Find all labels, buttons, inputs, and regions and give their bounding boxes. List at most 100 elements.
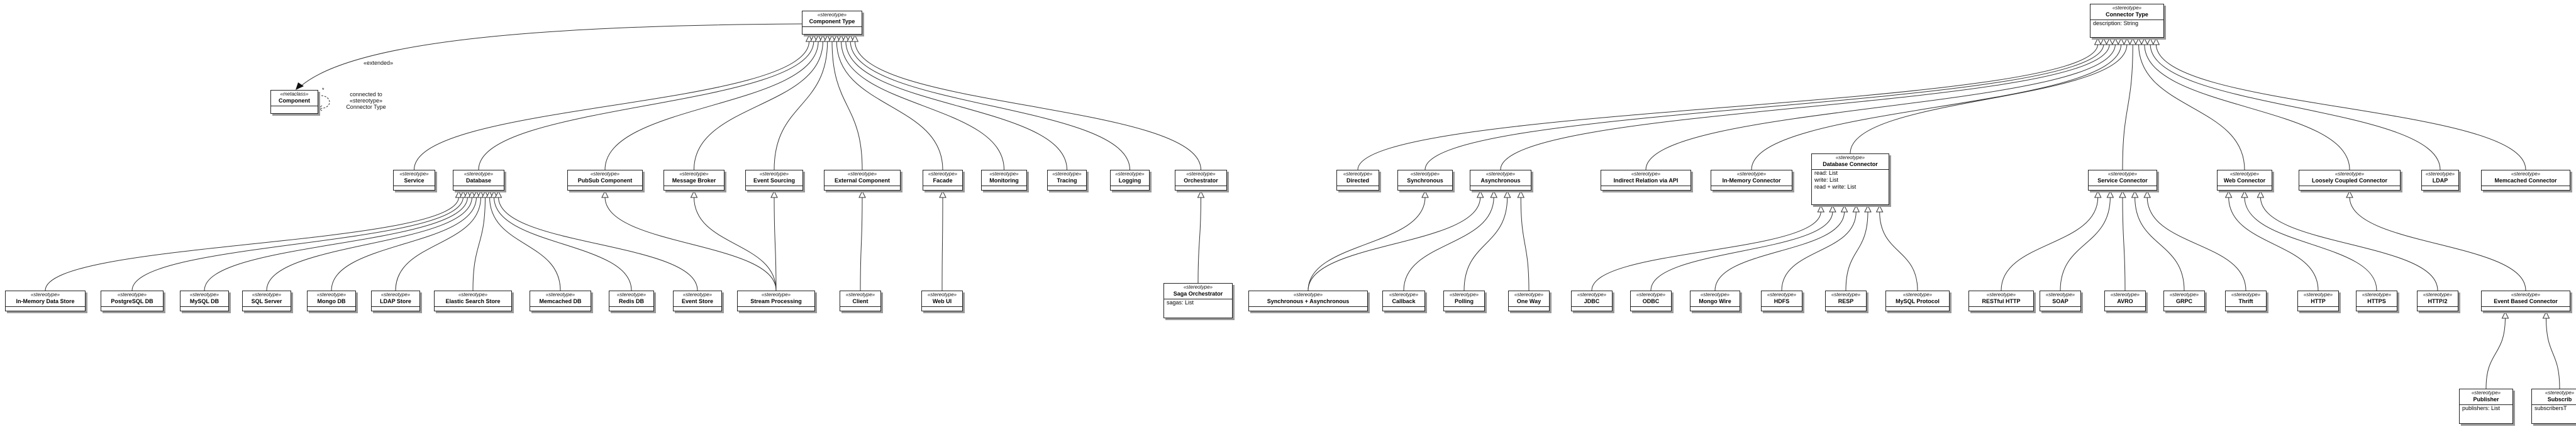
generalization-arrowhead bbox=[481, 190, 489, 198]
class-header: «stereotype»Elastic Search Store bbox=[435, 291, 511, 306]
stereotype-label: «stereotype» bbox=[1767, 292, 1797, 297]
generalization-arrowhead bbox=[2094, 190, 2102, 198]
generalization-arrowhead bbox=[823, 34, 831, 42]
generalization-arrowhead bbox=[2224, 190, 2233, 198]
stereotype-label: «stereotype» bbox=[2112, 5, 2142, 11]
class-name: PostgreSQL DB bbox=[111, 298, 153, 304]
class-tracing: «stereotype»Tracing bbox=[1047, 170, 1087, 191]
stereotype-label: «stereotype» bbox=[817, 12, 847, 18]
stereotype-label: «stereotype» bbox=[380, 292, 411, 297]
class-mongo-wire: «stereotype»Mongo Wire bbox=[1690, 291, 1740, 311]
class-header: «stereotype»LDAP bbox=[2422, 170, 2458, 186]
class-name: HTTP/2 bbox=[2428, 298, 2448, 304]
generalization-arrowhead bbox=[1829, 204, 1836, 213]
class-attribute: read + write: List bbox=[1814, 184, 1857, 190]
generalization-line bbox=[204, 196, 468, 291]
stereotype-label: «stereotype» bbox=[30, 292, 60, 297]
class-header: «stereotype»RESTful HTTP bbox=[1969, 291, 2033, 306]
stereotype-label: «stereotype» bbox=[1052, 171, 1082, 177]
attribute-compartment bbox=[1111, 186, 1149, 189]
class-name: Database Connector bbox=[1823, 161, 1878, 167]
generalization-arrowhead bbox=[2119, 190, 2126, 198]
class-attribute: read: List bbox=[1814, 170, 1838, 176]
attribute-compartment bbox=[308, 306, 355, 310]
stereotype-label: «stereotype» bbox=[2110, 292, 2140, 297]
class-name: Synchronous + Asynchronous bbox=[1267, 298, 1350, 304]
generalization-line bbox=[1650, 211, 1833, 291]
attribute-compartment bbox=[2040, 306, 2080, 310]
class-header: «metaclass»Component bbox=[271, 91, 318, 106]
attribute-compartment bbox=[6, 306, 85, 310]
stereotype-label: «stereotype» bbox=[1449, 292, 1479, 297]
attribute-compartment bbox=[1711, 186, 1792, 189]
class-header: «stereotype»SQL Server bbox=[243, 291, 291, 306]
class-header: «stereotype»Orchestrator bbox=[1175, 170, 1226, 186]
attribute-compartment bbox=[1509, 306, 1549, 310]
attribute-compartment bbox=[738, 306, 814, 310]
class-name: Mongo DB bbox=[317, 298, 346, 304]
connected-to-association bbox=[318, 95, 330, 109]
stereotype-label: «stereotype» bbox=[1902, 292, 1933, 297]
attribute-compartment bbox=[1175, 186, 1226, 189]
generalization-arrowhead bbox=[2152, 37, 2160, 45]
stereotype-label: «stereotype» bbox=[252, 292, 282, 297]
class-event-sourcing: «stereotype»Event Sourcing bbox=[745, 170, 803, 191]
generalization-line bbox=[2122, 43, 2133, 170]
association-arrowhead bbox=[318, 105, 323, 111]
generalization-line bbox=[1714, 211, 1845, 291]
stereotype-label: «stereotype» bbox=[1183, 284, 1213, 290]
generalization-arrowhead bbox=[770, 190, 778, 198]
class-http2: «stereotype»HTTP/2 bbox=[2417, 291, 2458, 311]
generalization-line bbox=[266, 196, 472, 291]
class-header: «stereotype»Saga Orchestrator bbox=[1164, 284, 1232, 299]
stereotype-label: «stereotype» bbox=[1115, 171, 1145, 177]
class-avro: «stereotype»AVRO bbox=[2104, 291, 2146, 311]
stereotype-label: «stereotype» bbox=[1410, 171, 1440, 177]
class-name: Saga Orchestrator bbox=[1173, 291, 1223, 297]
class-name: Directed bbox=[1346, 177, 1369, 184]
generalization-arrowhead bbox=[1517, 190, 1525, 198]
generalization-arrowhead bbox=[2146, 37, 2154, 45]
class-event-store: «stereotype»Event Store bbox=[673, 291, 722, 311]
generalization-arrowhead bbox=[2542, 311, 2550, 319]
class-soap: «stereotype»SOAP bbox=[2040, 291, 2081, 311]
class-name: Service Connector bbox=[2097, 177, 2148, 184]
generalization-arrowhead bbox=[2346, 190, 2353, 198]
class-header: «stereotype»ODBC bbox=[1631, 291, 1671, 306]
attribute-compartment bbox=[2482, 306, 2570, 310]
class-header: «stereotype»Logging bbox=[1111, 170, 1149, 186]
stereotype-label: «stereotype» bbox=[2471, 390, 2501, 396]
class-name: Component Type bbox=[809, 18, 855, 25]
generalization-arrowhead bbox=[837, 34, 845, 42]
connected-to-line-2: «stereotype» bbox=[349, 97, 383, 104]
generalization-arrowhead bbox=[1490, 190, 1498, 198]
stereotype-label: «stereotype» bbox=[2423, 292, 2453, 297]
generalization-arrowhead bbox=[459, 190, 467, 198]
class-header: «stereotype»Event Store bbox=[674, 291, 721, 306]
class-service: «stereotype»Service bbox=[393, 170, 435, 191]
class-name: Tracing bbox=[1057, 177, 1077, 184]
class-header: «stereotype»Mongo Wire bbox=[1690, 291, 1740, 306]
class-web-ui: «stereotype»Web UI bbox=[921, 291, 963, 311]
generalization-arrowhead bbox=[464, 190, 472, 198]
class-orchestrator: «stereotype»Orchestrator bbox=[1175, 170, 1227, 191]
attribute-compartment bbox=[1337, 186, 1379, 189]
class-header: «stereotype»HTTPS bbox=[2357, 291, 2397, 306]
class-header: «stereotype»Facade bbox=[923, 170, 962, 186]
stereotype-label: «stereotype» bbox=[759, 171, 789, 177]
attribute-compartment bbox=[530, 306, 591, 310]
stereotype-label: «stereotype» bbox=[845, 292, 875, 297]
class-name: Orchestrator bbox=[1184, 177, 1218, 184]
attribute-compartment bbox=[101, 306, 163, 310]
class-ldap: «stereotype»LDAP bbox=[2421, 170, 2459, 191]
stereotype-label: «stereotype» bbox=[1700, 292, 1730, 297]
generalization-line bbox=[694, 40, 823, 170]
class-header: «stereotype»HTTP bbox=[2298, 291, 2338, 306]
stereotype-label: «stereotype» bbox=[464, 171, 494, 177]
generalization-line bbox=[494, 196, 632, 291]
attribute-compartment bbox=[2418, 306, 2458, 310]
class-synchronous: «stereotype»Synchronous bbox=[1397, 170, 1453, 191]
generalization-line bbox=[1879, 211, 1918, 291]
